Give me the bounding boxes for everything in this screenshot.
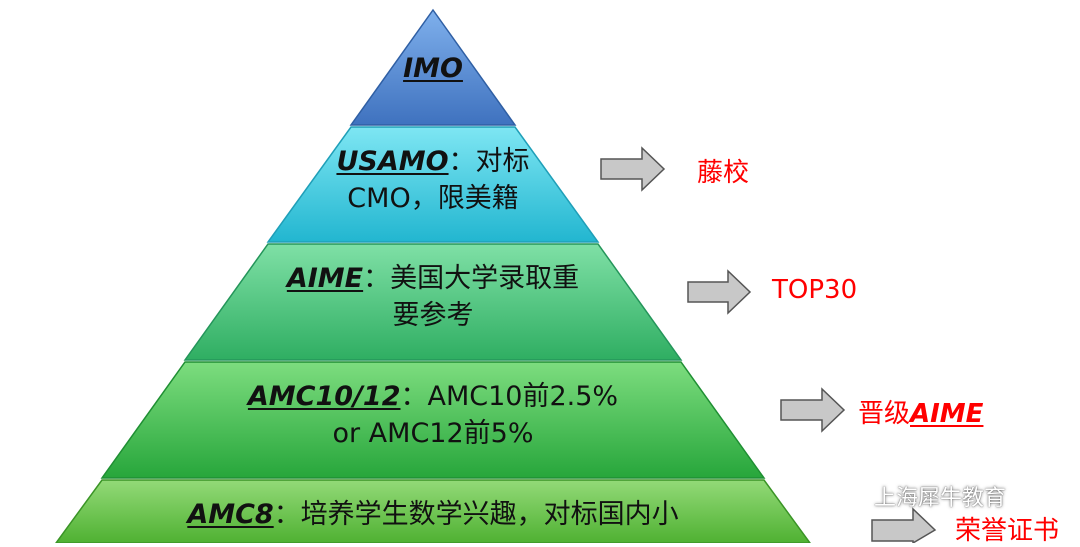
tier-description: ：对标 xyxy=(448,146,530,177)
outcome-text: 荣誉证书 xyxy=(955,516,1060,546)
tier-name: USAMO xyxy=(336,146,449,177)
tier-name: IMO xyxy=(403,53,463,84)
tier-amc1012: AMC10/12：AMC10前2.5% or AMC12前5% xyxy=(150,378,716,453)
outcome-text: TOP30 xyxy=(772,275,858,305)
tier-usamo: USAMO：对标 CMO，限美籍 xyxy=(300,143,566,218)
right-arrow-icon xyxy=(600,146,666,192)
tier-shape-usamo xyxy=(266,126,600,243)
tier-name: AIME xyxy=(286,263,364,294)
tier-description: or AMC12前5% xyxy=(332,418,534,450)
tier-shape-aime xyxy=(183,243,683,361)
tier-shape-amc8 xyxy=(55,479,811,543)
outcome-top30: TOP30 xyxy=(772,275,857,305)
tier-description: 要参考 xyxy=(392,300,474,332)
tier-description: ：培养学生数学兴趣，对标国内小 xyxy=(273,499,679,530)
tier-imo: IMO xyxy=(353,50,513,87)
outcome-advance-aime: 晋级AIME xyxy=(858,393,983,430)
tier-description: CMO，限美籍 xyxy=(347,183,519,215)
outcome-text: 藤校 xyxy=(697,158,750,188)
outcome-honor-certificate: 荣誉证书 xyxy=(955,510,1059,547)
tier-description: ：AMC10前2.5% xyxy=(400,381,619,412)
outcome-text: 晋级 xyxy=(858,399,911,429)
outcome-emphasis: AIME xyxy=(910,399,984,429)
tier-name: AMC10/12 xyxy=(247,381,401,412)
right-arrow-icon xyxy=(687,269,752,315)
wechat-icon xyxy=(838,484,868,514)
right-arrow-icon xyxy=(780,387,846,433)
tier-shape-imo xyxy=(349,8,517,126)
watermark-text: 上海犀牛教育 xyxy=(874,486,1007,511)
tier-description: ：美国大学录取重 xyxy=(363,263,580,294)
right-arrow-icon xyxy=(871,507,937,543)
tier-shape-amc1012 xyxy=(100,361,766,479)
tier-aime: AIME：美国大学录取重 要参考 xyxy=(220,260,646,335)
watermark: 上海犀牛教育 xyxy=(838,480,1006,514)
tier-amc8: AMC8：培养学生数学兴趣，对标国内小 xyxy=(100,496,766,533)
outcome-ivy-league: 藤校 xyxy=(697,152,749,189)
tier-name: AMC8 xyxy=(187,499,274,530)
